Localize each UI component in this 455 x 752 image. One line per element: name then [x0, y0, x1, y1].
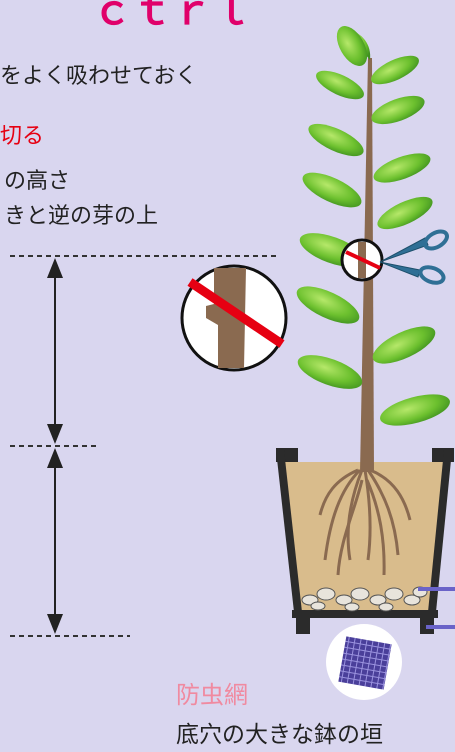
cut-label: 切る [0, 124, 45, 149]
bud-text: きと逆の芽の上 [4, 204, 159, 229]
cut-detail-icon [180, 264, 288, 372]
page-title: ｃｔｒｌ [92, 0, 252, 34]
roots [318, 468, 412, 576]
height-text: の高さ [4, 169, 71, 194]
net-label: 防虫網 [176, 681, 248, 709]
height-arrow-icon [10, 255, 280, 637]
pot [276, 448, 455, 634]
mesh-net-icon [326, 624, 402, 700]
scissors-icon [379, 229, 449, 285]
leaves [296, 26, 450, 426]
cut-point-icon [340, 238, 384, 282]
water-instruction: をよく吸わせておく [0, 64, 198, 89]
pot-hole-text: 底穴の大きな鉢の垣 [176, 722, 383, 748]
